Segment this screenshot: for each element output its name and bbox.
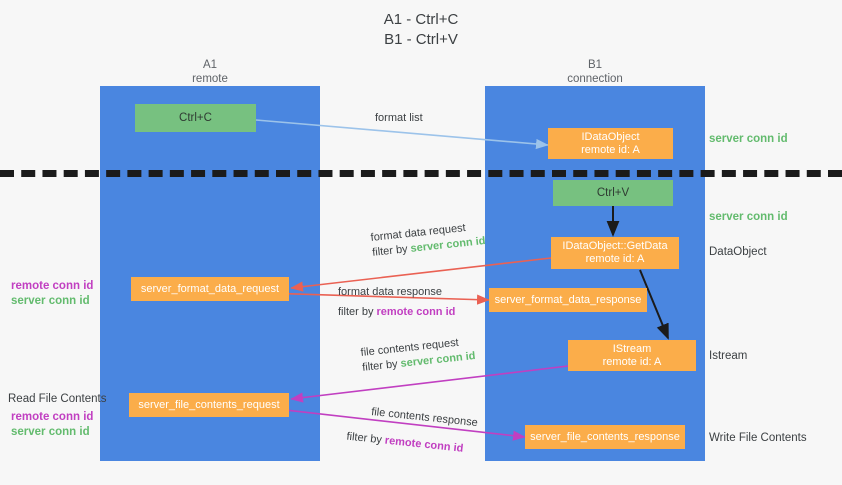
node-idataobject-remote[interactable]: IDataObject remote id: A bbox=[548, 128, 673, 159]
annotation-conn-ids-middle: remote conn id server conn id bbox=[11, 279, 93, 309]
annotation-istream: Istream bbox=[709, 350, 748, 362]
node-idataobject-getdata[interactable]: IDataObject::GetData remote id: A bbox=[551, 237, 679, 269]
annotation-remote-conn-id: remote conn id bbox=[11, 411, 94, 423]
filter-prefix: filter by bbox=[345, 430, 386, 447]
annotation-data-object: DataObject bbox=[709, 246, 767, 258]
arrow-label-format-data-response: format data response bbox=[338, 286, 442, 298]
annotation-server-conn-id-top: server conn id bbox=[709, 133, 788, 145]
arrow-label-format-data-response-filter: filter by remote conn id bbox=[338, 305, 455, 320]
node-server-file-contents-response[interactable]: server_file_contents_response bbox=[525, 425, 685, 449]
filter-prefix: filter by bbox=[361, 357, 402, 374]
annotation-server-conn-id: server conn id bbox=[11, 426, 90, 438]
filter-value-remote-conn-id: remote conn id bbox=[376, 306, 456, 318]
phase-divider bbox=[0, 170, 842, 177]
node-server-file-contents-request[interactable]: server_file_contents_request bbox=[129, 393, 289, 417]
node-ctrl-c[interactable]: Ctrl+C bbox=[135, 104, 256, 132]
annotation-server-conn-id: server conn id bbox=[11, 295, 90, 307]
filter-prefix: filter by bbox=[338, 306, 377, 318]
annotation-server-conn-id-second: server conn id bbox=[709, 211, 788, 223]
filter-value-remote-conn-id: remote conn id bbox=[384, 434, 464, 455]
arrow-label-format-list: format list bbox=[375, 112, 423, 124]
filter-prefix: filter by bbox=[371, 242, 412, 259]
lane-header-a1: A1 remote bbox=[192, 59, 228, 85]
node-server-format-data-request[interactable]: server_format_data_request bbox=[131, 277, 289, 301]
arrow-label-file-contents-response-filter: filter by remote conn id bbox=[346, 430, 476, 458]
annotation-conn-ids-lower: remote conn id server conn id bbox=[11, 410, 93, 440]
annotation-remote-conn-id: remote conn id bbox=[11, 280, 94, 292]
page-title: A1 - Ctrl+C B1 - Ctrl+V bbox=[383, 11, 459, 48]
node-istream[interactable]: IStream remote id: A bbox=[568, 340, 696, 371]
node-ctrl-v[interactable]: Ctrl+V bbox=[553, 180, 673, 206]
lane-header-b1: B1 connection bbox=[567, 59, 623, 85]
annotation-read-file-contents: Read File Contents bbox=[8, 393, 107, 405]
node-server-format-data-response[interactable]: server_format_data_response bbox=[489, 288, 647, 312]
annotation-write-file-contents: Write File Contents bbox=[709, 432, 807, 444]
arrow-label-file-contents-response: file contents response bbox=[370, 405, 479, 430]
